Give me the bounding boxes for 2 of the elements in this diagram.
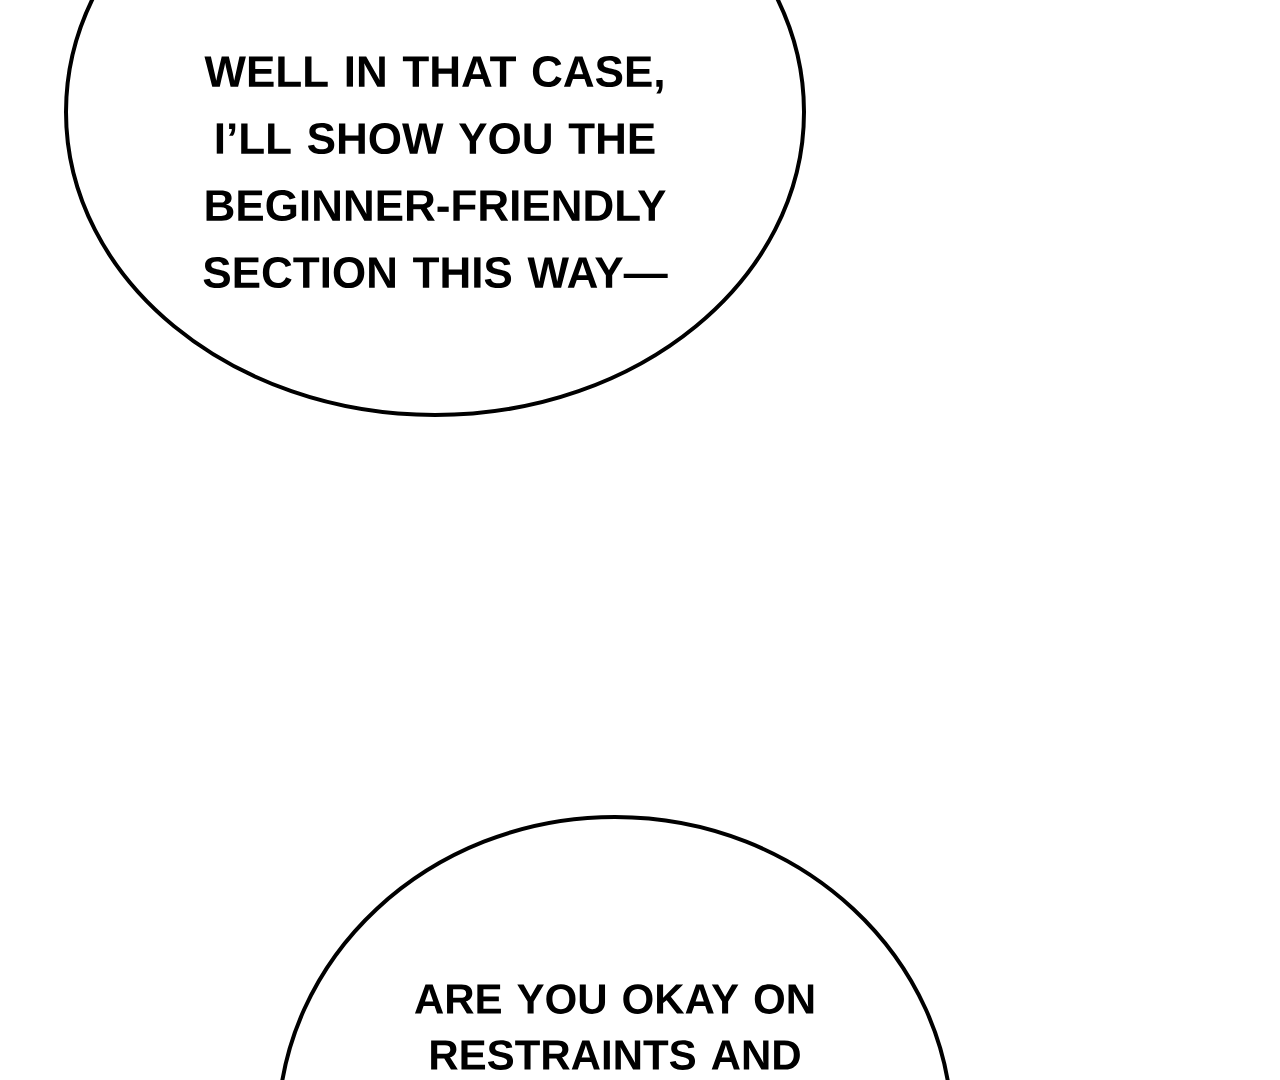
speech-bubble: ARE YOU OKAY ON RESTRAINTS AND bbox=[276, 815, 954, 1080]
speech-bubble: WELL IN THAT CASE, I’LL SHOW YOU THE BEGINNER-FRIENDLY SECTION THIS WAY— bbox=[64, 0, 806, 417]
